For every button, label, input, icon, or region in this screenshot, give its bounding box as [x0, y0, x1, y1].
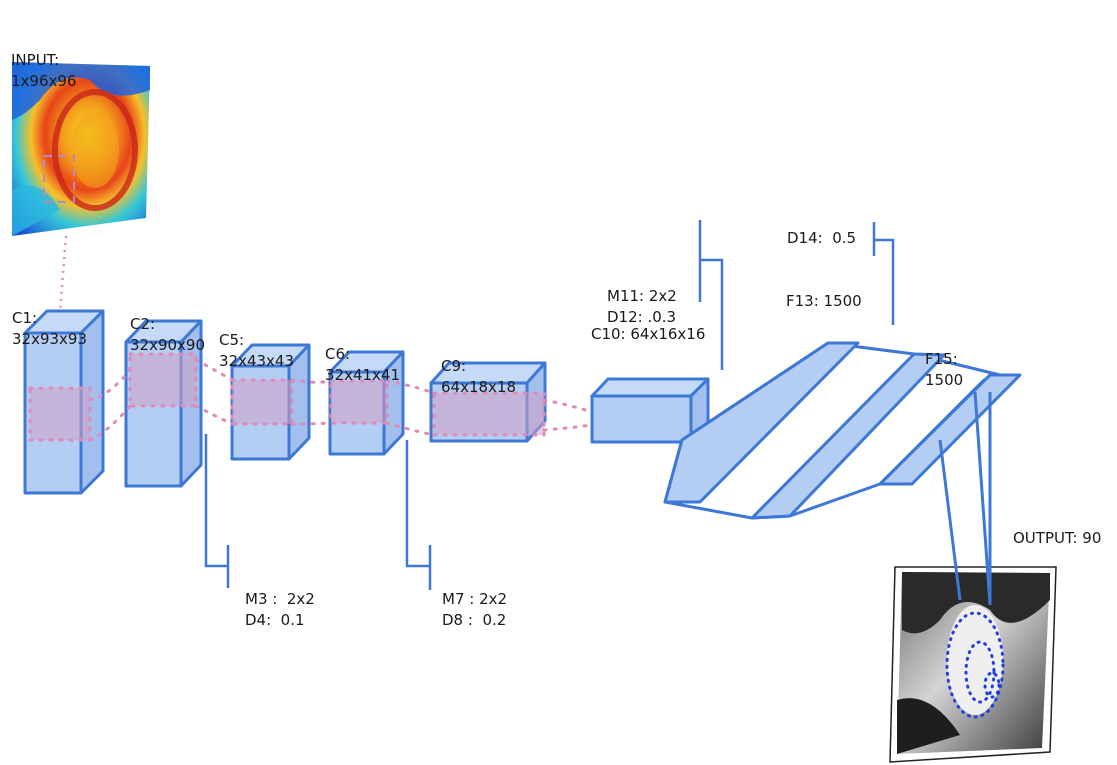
- input-label: INPUT:1x96x96: [11, 8, 76, 113]
- c9-label: C9:64x18x18: [441, 314, 516, 419]
- f15-label: F15:1500: [925, 307, 963, 412]
- c2-label: C2:32x90x90: [130, 272, 205, 377]
- c5-label: C5:32x43x43: [219, 288, 294, 393]
- f13-label: F13: 1500: [786, 291, 862, 312]
- fully-connected-layers: [665, 343, 1020, 518]
- c1-label: C1:32x93x93: [12, 266, 87, 371]
- d14-label: D14: 0.5: [787, 228, 856, 249]
- output-label: OUTPUT: 90: [1013, 528, 1101, 549]
- c6-label: C6:32x41x41: [325, 302, 400, 407]
